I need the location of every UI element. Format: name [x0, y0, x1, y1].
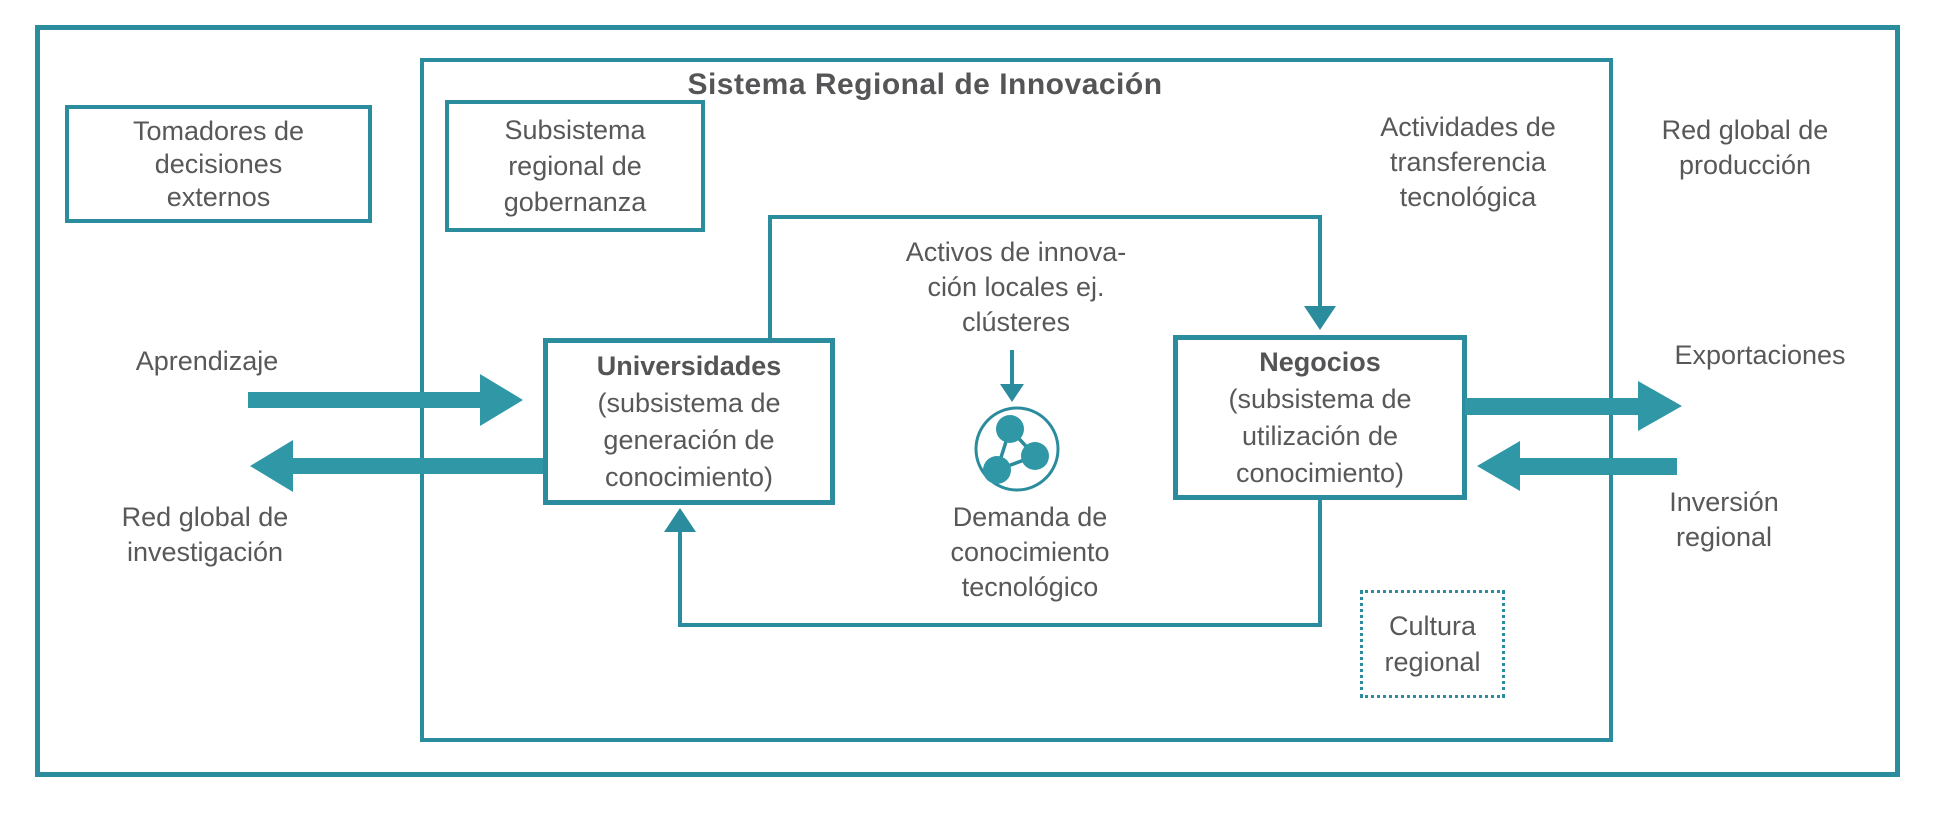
exports-arrowhead-icon [1638, 381, 1682, 431]
technology-transfer-activities-label: Actividades de transferencia tecnológica [1380, 112, 1556, 212]
exports-arrow-shaft [1465, 398, 1638, 415]
down-arrowhead-icon [1304, 306, 1336, 330]
up-arrowhead-icon [664, 508, 696, 532]
aprendizaje-arrowhead-icon [480, 374, 523, 426]
investment-arrowhead-icon [1477, 441, 1520, 491]
regional-investment-label: Inversión regional [1669, 487, 1779, 552]
global-production-network-label: Red global de producción [1661, 115, 1829, 180]
diagram-title: Sistema Regional de Innovación [687, 68, 1163, 101]
global-research-network-label: Red global de investigación [121, 502, 289, 567]
research-network-arrow-shaft [293, 458, 543, 474]
exports-label: Exportaciones [1674, 340, 1846, 370]
technological-knowledge-demand-label: Demanda de conocimiento tecnológico [950, 502, 1110, 602]
connector-segment [1318, 215, 1322, 308]
universities-box: Universidades (subsistema de generación … [543, 338, 835, 505]
businesses-box: Negocios (subsistema de utilización de c… [1173, 335, 1467, 500]
small-down-arrowhead-icon [1000, 384, 1024, 402]
connector-segment [1010, 350, 1014, 384]
local-innovation-assets-label: Activos de innova- ción locales ej. clús… [905, 237, 1127, 337]
connector-segment [768, 215, 1322, 219]
governance-subsystem-box: Subsistema regional de gobernanza [445, 100, 705, 232]
aprendizaje-arrow-shaft [248, 392, 480, 408]
connector-segment [1318, 500, 1322, 627]
cluster-nodes-icon [974, 406, 1060, 492]
aprendizaje-label: Aprendizaje [135, 346, 279, 376]
external-decision-makers-box: Tomadores de decisiones externos [65, 105, 372, 223]
connector-segment [678, 623, 1322, 627]
connector-segment [678, 532, 682, 627]
investment-arrow-shaft [1520, 458, 1677, 475]
regional-culture-box: Cultura regional [1360, 590, 1505, 698]
research-network-arrowhead-icon [250, 440, 293, 492]
connector-segment [768, 215, 772, 338]
outer-system-frame [35, 25, 1900, 777]
